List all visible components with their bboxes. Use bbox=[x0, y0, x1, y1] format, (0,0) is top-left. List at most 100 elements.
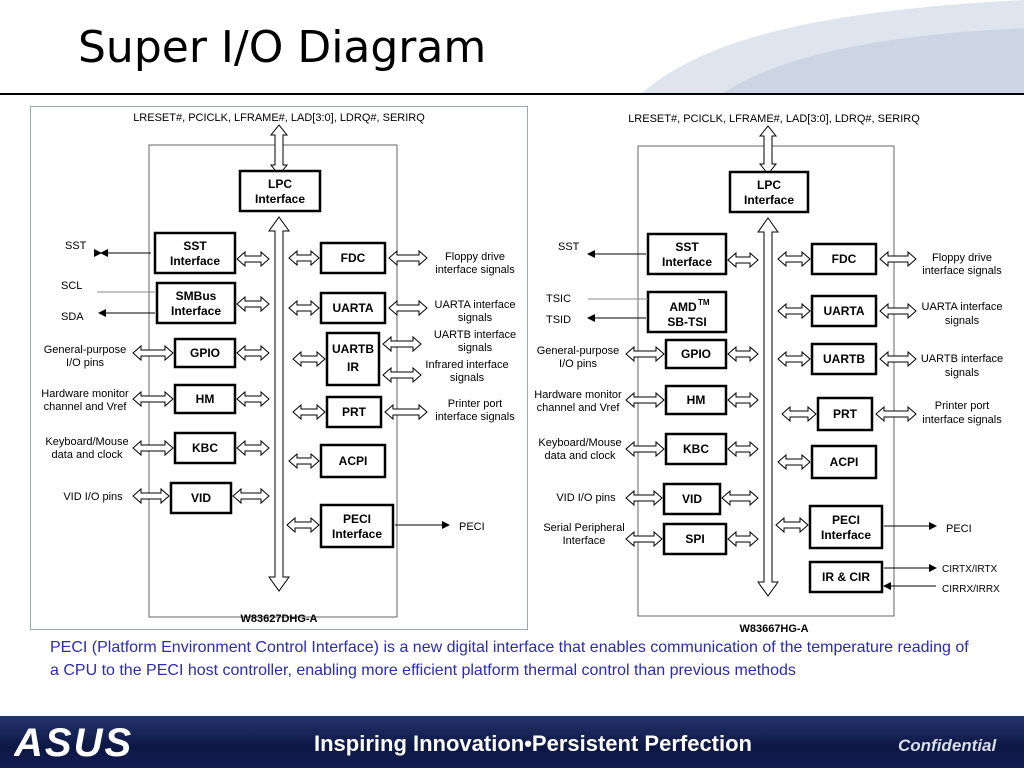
right-sst-label-1: SST bbox=[675, 240, 699, 254]
right-sig-uartb-1: UARTB interface bbox=[921, 353, 1003, 365]
right-sig-sst: SST bbox=[558, 241, 580, 253]
right-top-signals: LRESET#, PCICLK, LFRAME#, LAD[3:0], LDRQ… bbox=[628, 113, 920, 125]
left-uartb-block bbox=[325, 331, 381, 387]
left-hm-label: HM bbox=[196, 392, 215, 406]
right-fdc-block bbox=[810, 242, 878, 276]
left-sig-uarta-2: signals bbox=[458, 312, 493, 324]
left-hm-block bbox=[173, 383, 237, 415]
left-fdc-block bbox=[319, 241, 387, 275]
right-lpc-label-1: LPC bbox=[757, 178, 781, 192]
left-lpc-block bbox=[238, 169, 322, 213]
right-spi-block bbox=[662, 522, 728, 556]
left-sig-hm-1: Hardware monitor bbox=[41, 388, 129, 400]
left-chip-outline bbox=[148, 144, 398, 618]
right-gpio-block bbox=[664, 338, 728, 370]
right-sig-spi-2: Interface bbox=[563, 535, 606, 547]
left-uartb-label-1: UARTB bbox=[332, 342, 374, 356]
right-spi-label: SPI bbox=[685, 532, 704, 546]
right-ircir-block bbox=[808, 560, 884, 594]
right-sig-spi-1: Serial Peripheral bbox=[543, 522, 624, 534]
left-uarta-block bbox=[319, 291, 387, 325]
right-amd-label-2: SB-TSI bbox=[667, 315, 706, 329]
left-sst-label-2: Interface bbox=[170, 254, 220, 268]
right-prt-label: PRT bbox=[833, 407, 858, 421]
right-top-arrow bbox=[758, 125, 778, 175]
right-uartb-label: UARTB bbox=[823, 352, 865, 366]
right-sig-uarta-1: UARTA interface bbox=[922, 301, 1003, 313]
right-sig-tsic: TSIC bbox=[546, 293, 571, 305]
right-peci-label-2: Interface bbox=[821, 528, 871, 542]
right-sig-cirtx: CIRTX/IRTX bbox=[942, 564, 998, 575]
left-sig-sda: SDA bbox=[61, 311, 84, 323]
title-divider bbox=[0, 93, 1024, 95]
right-hm-block bbox=[664, 384, 728, 416]
right-uartb-block bbox=[810, 342, 878, 376]
right-vid-label: VID bbox=[682, 492, 702, 506]
right-sig-vid: VID I/O pins bbox=[556, 492, 616, 504]
left-sig-hm-2: channel and Vref bbox=[44, 401, 128, 413]
right-internal-bus bbox=[757, 217, 779, 597]
left-peci-label-1: PECI bbox=[343, 512, 371, 526]
left-sig-sst: SST bbox=[65, 240, 87, 252]
left-prt-block bbox=[325, 395, 383, 429]
right-diagram-panel: LRESET#, PCICLK, LFRAME#, LAD[3:0], LDRQ… bbox=[530, 106, 1024, 636]
left-uarta-label: UARTA bbox=[332, 301, 373, 315]
right-vid-block bbox=[662, 482, 722, 516]
asus-logo: ASUS bbox=[14, 724, 133, 760]
right-sig-tsid: TSID bbox=[546, 314, 571, 326]
left-peci-label-2: Interface bbox=[332, 527, 382, 541]
right-sig-fdc-1: Floppy drive bbox=[932, 252, 992, 264]
left-smbus-block bbox=[155, 281, 237, 325]
right-sig-gpio-2: I/O pins bbox=[559, 358, 597, 370]
asus-logo-text: ASUS bbox=[14, 724, 133, 760]
left-chip-name: W83627DHG-A bbox=[240, 613, 317, 625]
left-acpi-label: ACPI bbox=[339, 454, 368, 468]
left-lpc-label-1: LPC bbox=[268, 177, 292, 191]
right-uarta-block bbox=[810, 294, 878, 328]
left-sst-label-1: SST bbox=[183, 239, 207, 253]
right-fdc-label: FDC bbox=[832, 252, 857, 266]
right-lpc-block bbox=[728, 170, 810, 214]
right-acpi-block bbox=[810, 444, 878, 480]
right-sst-label-2: Interface bbox=[662, 255, 712, 269]
right-sig-hm-2: channel and Vref bbox=[537, 402, 621, 414]
right-sig-kbc-1: Keyboard/Mouse bbox=[538, 437, 621, 449]
left-sig-prt-1: Printer port bbox=[448, 398, 502, 410]
left-sig-fdc-2: interface signals bbox=[435, 264, 515, 276]
right-uarta-label: UARTA bbox=[823, 304, 864, 318]
right-sig-peci: PECI bbox=[946, 523, 972, 535]
left-fdc-label: FDC bbox=[341, 251, 366, 265]
left-gpio-block bbox=[173, 337, 237, 369]
left-prt-label: PRT bbox=[342, 405, 367, 419]
right-gpio-label: GPIO bbox=[681, 347, 711, 361]
confidential-label: Confidential bbox=[898, 736, 997, 755]
right-peci-label-1: PECI bbox=[832, 513, 860, 527]
left-sig-gpio-2: I/O pins bbox=[66, 357, 104, 369]
left-sig-kbc-2: data and clock bbox=[52, 449, 123, 461]
right-sig-uartb-2: signals bbox=[945, 367, 980, 379]
left-sig-gpio-1: General-purpose bbox=[44, 344, 127, 356]
left-sig-prt-2: interface signals bbox=[435, 411, 515, 423]
left-vid-label: VID bbox=[191, 491, 211, 505]
right-amd-tm: TM bbox=[698, 298, 710, 307]
right-chip-name: W83667HG-A bbox=[739, 623, 808, 635]
page-title: Super I/O Diagram bbox=[78, 22, 487, 73]
left-sst-block bbox=[153, 231, 237, 275]
left-sig-uarta-1: UARTA interface bbox=[435, 299, 516, 311]
left-top-signals: LRESET#, PCICLK, LFRAME#, LAD[3:0], LDRQ… bbox=[133, 112, 425, 124]
right-sig-uarta-2: signals bbox=[945, 315, 980, 327]
right-sig-prt-2: interface signals bbox=[922, 414, 1002, 426]
left-sig-uartb-1: UARTB interface bbox=[434, 329, 516, 341]
right-hm-label: HM bbox=[687, 393, 706, 407]
left-sig-ir-1: Infrared interface bbox=[425, 359, 508, 371]
left-diagram-panel: LRESET#, PCICLK, LFRAME#, LAD[3:0], LDRQ… bbox=[30, 106, 528, 630]
left-lpc-label-2: Interface bbox=[255, 192, 305, 206]
left-vid-block bbox=[169, 481, 233, 515]
right-bus-connectors bbox=[625, 250, 917, 548]
peci-description: PECI (Platform Environment Control Inter… bbox=[50, 639, 969, 679]
right-amd-block bbox=[646, 290, 728, 334]
left-sig-scl: SCL bbox=[61, 280, 82, 292]
footer-tagline: Inspiring Innovation•Persistent Perfecti… bbox=[314, 731, 752, 757]
left-diagram: LRESET#, PCICLK, LFRAME#, LAD[3:0], LDRQ… bbox=[41, 112, 516, 625]
right-lpc-label-2: Interface bbox=[744, 193, 794, 207]
